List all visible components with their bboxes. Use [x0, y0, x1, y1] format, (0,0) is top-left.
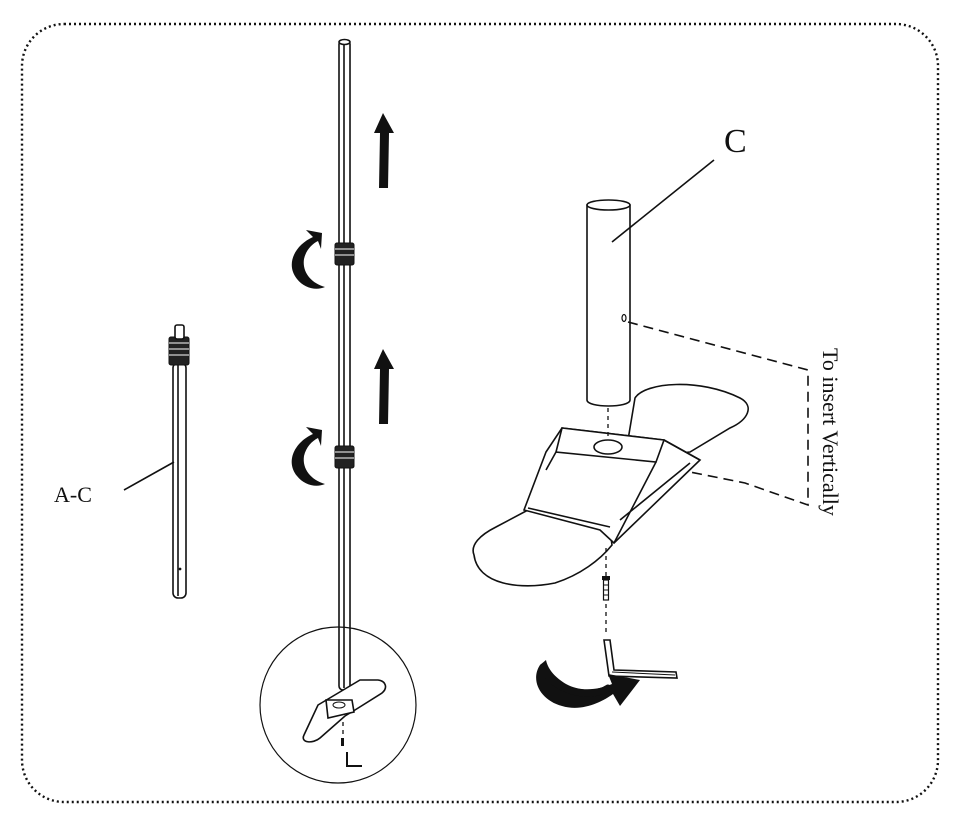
- detail-circle-base: [259, 626, 417, 784]
- rotate-arrow-icon: [291, 427, 325, 486]
- base-plate: [472, 383, 749, 587]
- up-arrow-icon: [374, 113, 394, 188]
- insert-guide-dashed: [627, 321, 809, 507]
- allen-key-icon: [603, 639, 678, 679]
- diagram-frame: [20, 22, 940, 804]
- up-arrow-icon: [374, 349, 394, 424]
- pole-coupling-lower: [334, 445, 355, 469]
- rotate-arrow-icon: [291, 230, 325, 289]
- pole-a-c: [168, 324, 190, 599]
- instruction-insert-vertically: To insert Vertically: [818, 348, 843, 516]
- label-a-c: A-C: [54, 482, 92, 507]
- screw-icon: [602, 548, 610, 635]
- pole-coupling-upper: [334, 242, 355, 266]
- label-c: C: [724, 123, 747, 160]
- leader-line-a-c: [123, 461, 175, 491]
- assembled-pole: [334, 38, 355, 691]
- leader-line-c: [611, 159, 715, 243]
- rotate-arrow-icon: [536, 660, 640, 708]
- tube-c: [586, 199, 631, 407]
